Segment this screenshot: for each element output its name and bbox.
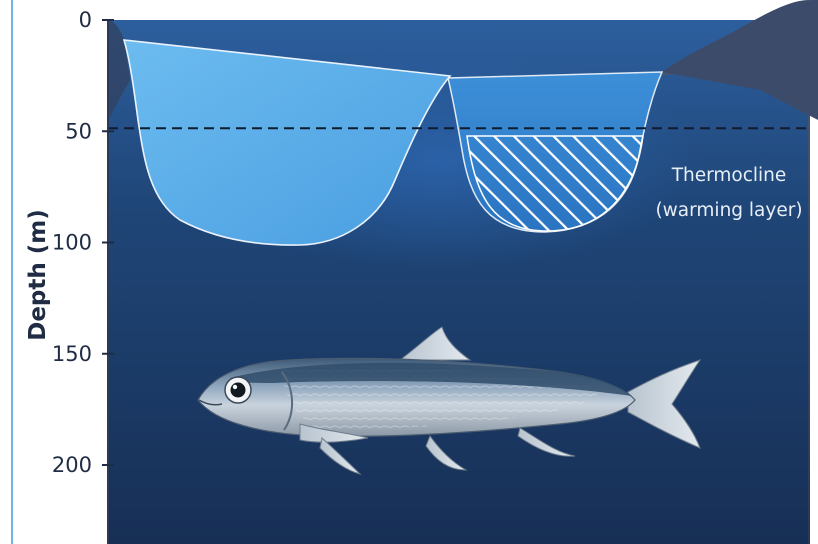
fish-pupil	[231, 383, 246, 398]
fish-eye-glint	[233, 385, 237, 389]
depth-axis-title: Depth (m)	[25, 209, 51, 341]
depth-tick-label-0: 0	[79, 8, 92, 32]
depth-axis-ticks: 0 50 100 150 200	[52, 8, 114, 477]
depth-tick-label-50: 50	[65, 119, 92, 143]
depth-tick-label-200: 200	[52, 453, 92, 477]
depth-tick-label-150: 150	[52, 342, 92, 366]
thermocline-label: Thermocline	[671, 165, 787, 186]
depth-tick-label-100: 100	[52, 231, 92, 255]
thermocline-sublabel: (warming layer)	[655, 200, 802, 221]
